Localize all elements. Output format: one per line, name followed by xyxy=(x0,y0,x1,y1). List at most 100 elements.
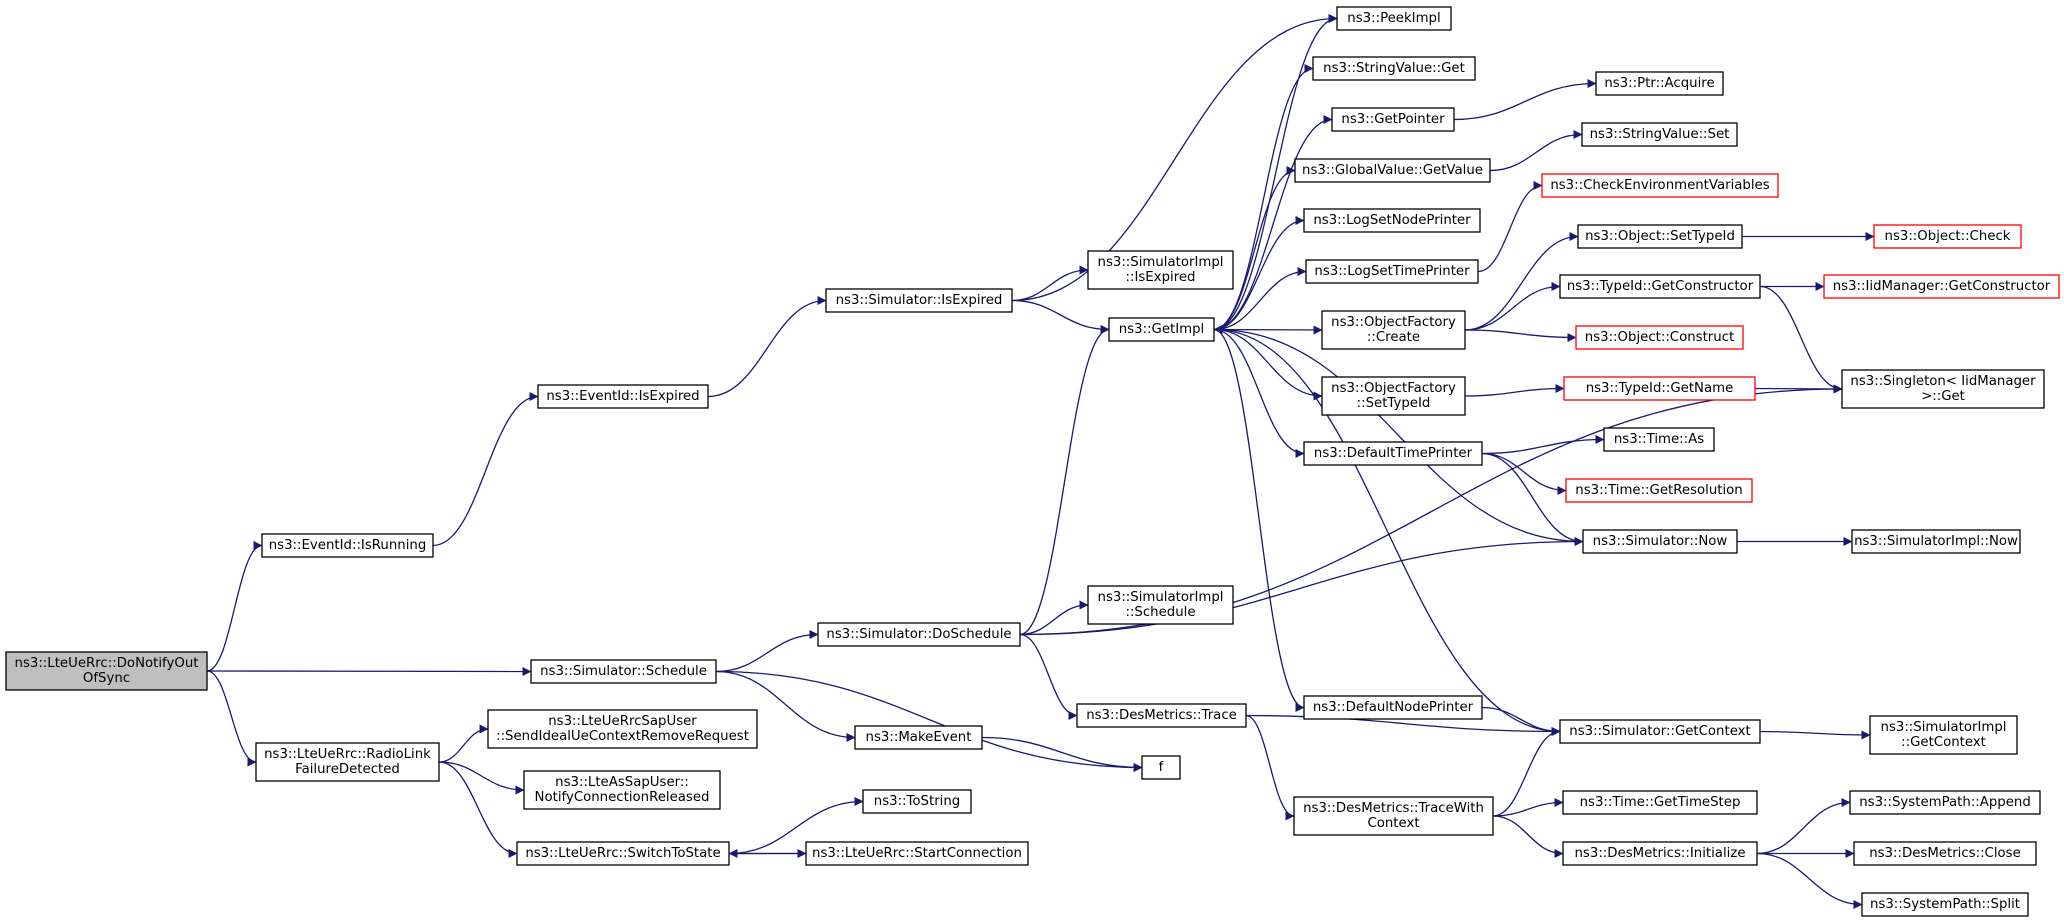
node-label: FailureDetected xyxy=(295,762,400,777)
node-label: ::Create xyxy=(1367,330,1420,345)
node-sys-path-split[interactable]: ns3::SystemPath::Split xyxy=(1861,892,2029,917)
node-to-string[interactable]: ns3::ToString xyxy=(862,789,972,814)
node-label: ns3::Singleton< IidManager xyxy=(1850,374,2036,389)
call-edge xyxy=(1464,282,1561,331)
node-time-as[interactable]: ns3::Time::As xyxy=(1603,427,1715,452)
node-box xyxy=(1873,224,2022,249)
node-def-time-printer[interactable]: ns3::DefaultTimePrinter xyxy=(1303,441,1483,466)
node-time-get-step[interactable]: ns3::Time::GetTimeStep xyxy=(1562,790,1758,815)
node-box xyxy=(854,725,983,750)
call-arrow xyxy=(1011,265,1089,302)
node-do-schedule[interactable]: ns3::Simulator::DoSchedule xyxy=(817,622,1021,647)
node-sim-schedule[interactable]: ns3::Simulator::Schedule xyxy=(530,659,717,684)
node-box xyxy=(1559,719,1761,744)
node-box xyxy=(1141,755,1181,780)
node-label: ns3::Simulator::Schedule xyxy=(540,664,707,679)
node-label: ns3::MakeEvent xyxy=(866,730,972,745)
call-edge xyxy=(206,670,257,767)
node-def-node-printer[interactable]: ns3::DefaultNodePrinter xyxy=(1303,695,1483,720)
node-sim-now[interactable]: ns3::Simulator::Now xyxy=(1582,529,1738,554)
node-obj-check[interactable]: ns3::Object::Check xyxy=(1873,224,2022,249)
node-impl-schedule[interactable]: ns3::SimulatorImpl::Schedule xyxy=(1087,585,1234,625)
node-event-is-running[interactable]: ns3::EventId::IsRunning xyxy=(261,533,434,558)
node-sim-get-ctx[interactable]: ns3::Simulator::GetContext xyxy=(1559,719,1761,744)
node-time-get-res[interactable]: ns3::Time::GetResolution xyxy=(1565,478,1753,503)
node-label: ns3::GetImpl xyxy=(1119,322,1204,337)
call-edge xyxy=(1759,730,1871,740)
node-box xyxy=(1305,259,1479,284)
node-log-set-node[interactable]: ns3::LogSetNodePrinter xyxy=(1303,208,1481,233)
call-edge xyxy=(1754,384,1843,394)
node-label: ns3::StringValue::Set xyxy=(1590,127,1730,142)
call-edge xyxy=(1213,216,1305,331)
call-arrow xyxy=(438,724,489,763)
node-des-trace[interactable]: ns3::DesMetrics::Trace xyxy=(1076,703,1247,728)
node-send-ideal[interactable]: ns3::LteUeRrcSapUser::SendIdealUeContext… xyxy=(487,709,758,749)
node-event-is-expired[interactable]: ns3::EventId::IsExpired xyxy=(537,384,709,409)
node-str-val-get[interactable]: ns3::StringValue::Get xyxy=(1312,56,1476,81)
call-arrow xyxy=(1481,452,1584,546)
node-global-get-value[interactable]: ns3::GlobalValue::GetValue xyxy=(1294,158,1491,183)
node-switch-state[interactable]: ns3::LteUeRrc::SwitchToState xyxy=(516,841,730,866)
node-box xyxy=(1293,796,1494,836)
node-make-event[interactable]: ns3::MakeEvent xyxy=(854,725,983,750)
node-des-close[interactable]: ns3::DesMetrics::Close xyxy=(1853,841,2037,866)
node-label: ns3::Simulator::IsExpired xyxy=(836,293,1003,308)
node-label: ns3::Time::GetTimeStep xyxy=(1580,795,1741,810)
node-log-set-time[interactable]: ns3::LogSetTimePrinter xyxy=(1305,259,1479,284)
node-box xyxy=(1321,310,1466,350)
call-edge xyxy=(432,392,539,547)
node-get-pointer[interactable]: ns3::GetPointer xyxy=(1331,107,1455,132)
node-des-init[interactable]: ns3::DesMetrics::Initialize xyxy=(1562,841,1758,866)
node-box xyxy=(1563,376,1756,401)
call-arrow xyxy=(1481,435,1605,455)
node-label: ns3::SimulatorImpl xyxy=(1098,590,1224,605)
node-start-conn[interactable]: ns3::LteUeRrc::StartConnection xyxy=(805,841,1029,866)
node-label: ns3::IidManager::GetConstructor xyxy=(1833,279,2051,294)
node-box xyxy=(530,659,717,684)
node-type-id-get-name[interactable]: ns3::TypeId::GetName xyxy=(1563,376,1756,401)
call-edge xyxy=(206,666,532,676)
call-arrow xyxy=(1213,14,1338,331)
node-impl-is-expired[interactable]: ns3::SimulatorImpl::IsExpired xyxy=(1087,250,1234,290)
node-obj-fac-set-type-id[interactable]: ns3::ObjectFactory::SetTypeId xyxy=(1321,376,1466,416)
node-label: ns3::Ptr::Acquire xyxy=(1604,76,1714,91)
node-notify-conn[interactable]: ns3::LteAsSapUser::NotifyConnectionRelea… xyxy=(523,770,721,810)
node-box xyxy=(1851,529,2021,554)
call-arrow xyxy=(1756,798,1851,855)
node-box xyxy=(523,770,721,810)
call-edge xyxy=(438,724,489,763)
node-sim-is-expired[interactable]: ns3::Simulator::IsExpired xyxy=(825,288,1013,313)
node-sys-path-append[interactable]: ns3::SystemPath::Append xyxy=(1849,790,2041,815)
node-impl-get-ctx[interactable]: ns3::SimulatorImpl::GetContext xyxy=(1869,715,2018,755)
node-obj-fac-create[interactable]: ns3::ObjectFactory::Create xyxy=(1321,310,1466,350)
call-edge xyxy=(1019,600,1089,636)
node-type-id-get-ctor[interactable]: ns3::TypeId::GetConstructor xyxy=(1559,274,1761,299)
node-impl-now[interactable]: ns3::SimulatorImpl::Now xyxy=(1851,529,2021,554)
call-edge xyxy=(1759,285,1843,394)
call-arrow xyxy=(1213,325,1561,733)
call-edge xyxy=(1481,452,1584,546)
node-str-val-set[interactable]: ns3::StringValue::Set xyxy=(1581,122,1738,147)
node-label: ns3::LteAsSapUser:: xyxy=(555,775,689,790)
node-obj-set-type-id[interactable]: ns3::Object::SetTypeId xyxy=(1577,224,1743,249)
call-arrow xyxy=(715,630,819,673)
node-peek-impl[interactable]: ns3::PeekImpl xyxy=(1336,6,1452,31)
call-arrow xyxy=(1464,282,1561,331)
call-arrow xyxy=(1464,384,1565,397)
node-check-env[interactable]: ns3::CheckEnvironmentVariables xyxy=(1541,173,1779,198)
call-edge xyxy=(1213,64,1314,331)
node-f[interactable]: f xyxy=(1141,755,1181,780)
node-box xyxy=(1562,790,1758,815)
node-get-impl[interactable]: ns3::GetImpl xyxy=(1108,317,1215,342)
call-arrow xyxy=(1213,328,1305,712)
node-ptr-acquire[interactable]: ns3::Ptr::Acquire xyxy=(1595,71,1724,96)
node-singleton-get[interactable]: ns3::Singleton< IidManager >::Get xyxy=(1841,369,2045,409)
node-iid-get-ctor[interactable]: ns3::IidManager::GetConstructor xyxy=(1823,274,2060,299)
node-label: ::SendIdealUeContextRemoveRequest xyxy=(496,729,749,744)
node-obj-construct[interactable]: ns3::Object::Construct xyxy=(1575,325,1744,350)
